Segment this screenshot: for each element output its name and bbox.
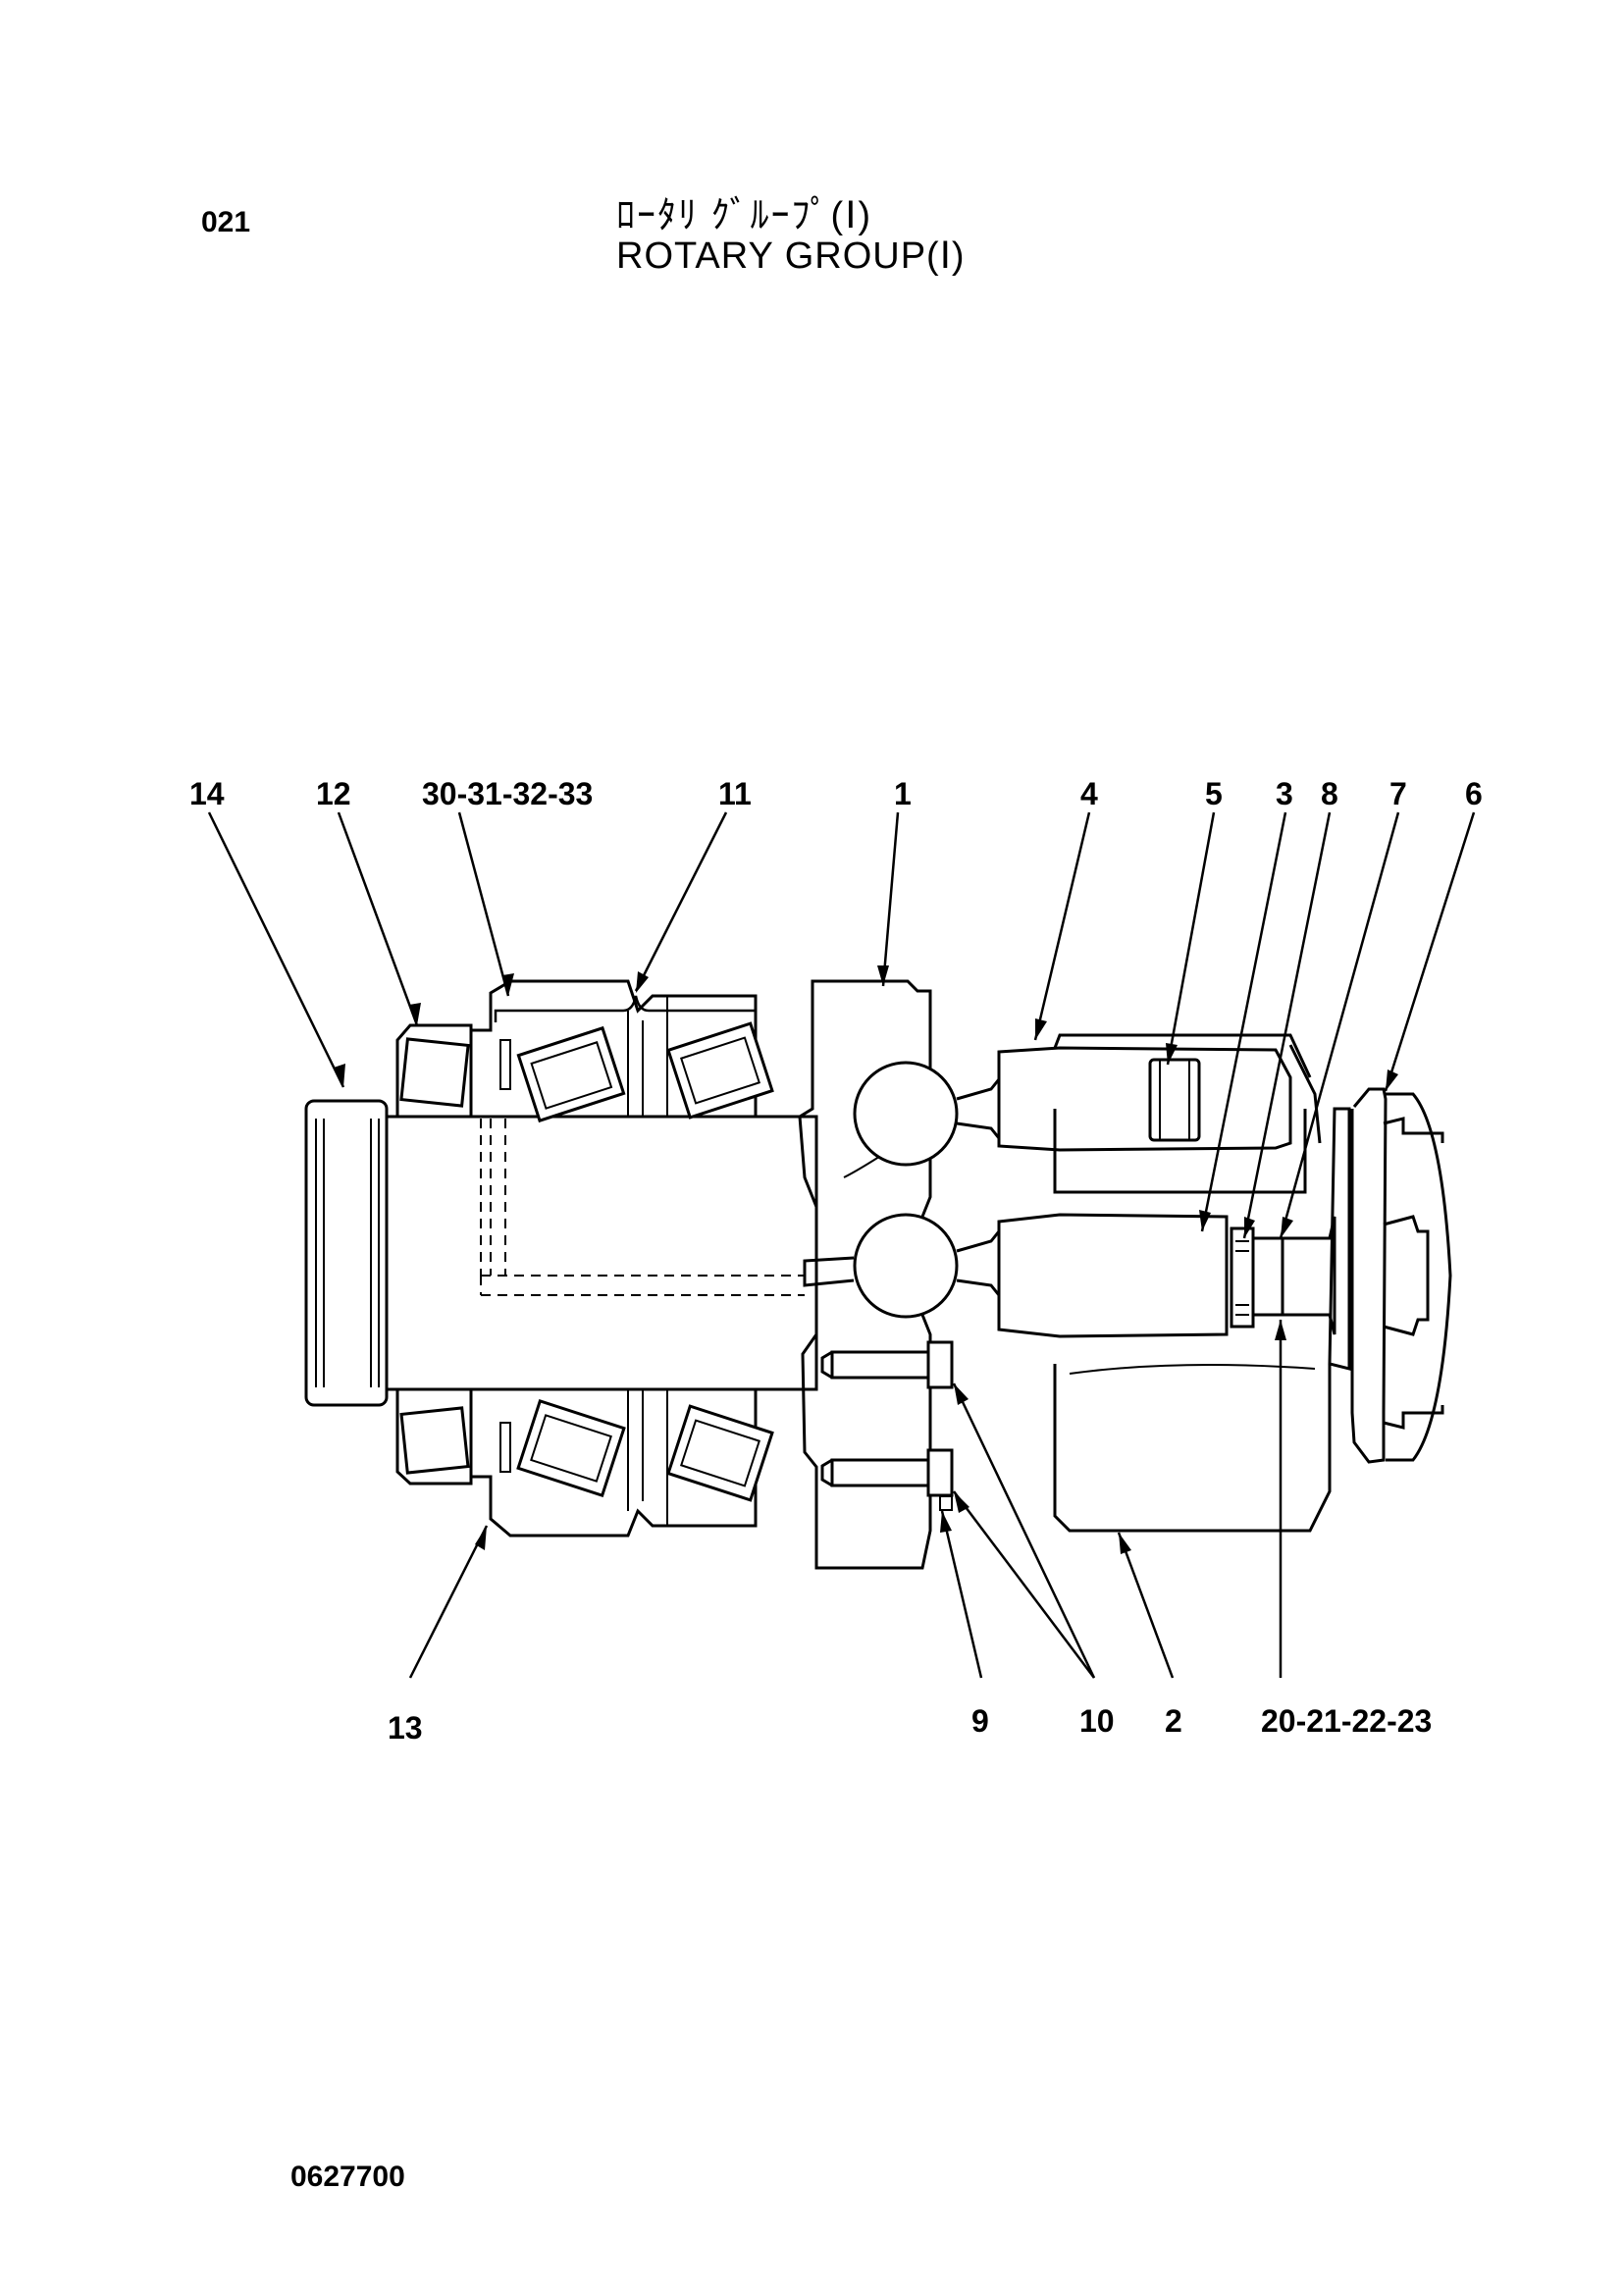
title-english: ROTARY GROUP(Ⅰ) [616,235,966,277]
callout-13: 13 [388,1710,423,1746]
callout-14: 14 [189,776,225,811]
callout-10: 10 [1079,1703,1115,1739]
bolts [820,1340,954,1511]
callout-1: 1 [894,776,912,811]
end-cap [1328,1087,1452,1464]
callout-9: 9 [971,1703,989,1739]
page-number: 021 [201,206,251,238]
callout-12: 12 [316,776,351,811]
lower-bearing-set [395,1389,774,1538]
lower-piston [803,1213,1336,1338]
callout-5: 5 [1205,776,1223,811]
upper-piston [853,1033,1322,1167]
leader-arrows [334,965,1398,1554]
callout-11: 11 [718,776,752,811]
callout-3: 3 [1276,776,1293,811]
document-code: 0627700 [290,2161,405,2193]
callout-6: 6 [1465,776,1483,811]
drive-shaft [304,1099,818,1407]
leader-lines [207,811,1476,1679]
cylinder-block [1053,1109,1332,1533]
callouts: 14 12 30-31-32-33 11 1 4 5 3 8 7 6 13 9 … [189,776,1483,1746]
callout-2: 2 [1165,1703,1182,1739]
callout-7: 7 [1389,776,1407,811]
title-japanese: ﾛｰﾀﾘ ｸﾞﾙｰﾌﾟ(Ⅰ) [616,195,873,236]
callout-20-21-22-23: 20-21-22-23 [1261,1703,1432,1739]
upper-bearing-set [395,979,774,1123]
callout-8: 8 [1321,776,1338,811]
callout-4: 4 [1080,776,1098,811]
callout-30-31-32-33: 30-31-32-33 [422,776,593,811]
